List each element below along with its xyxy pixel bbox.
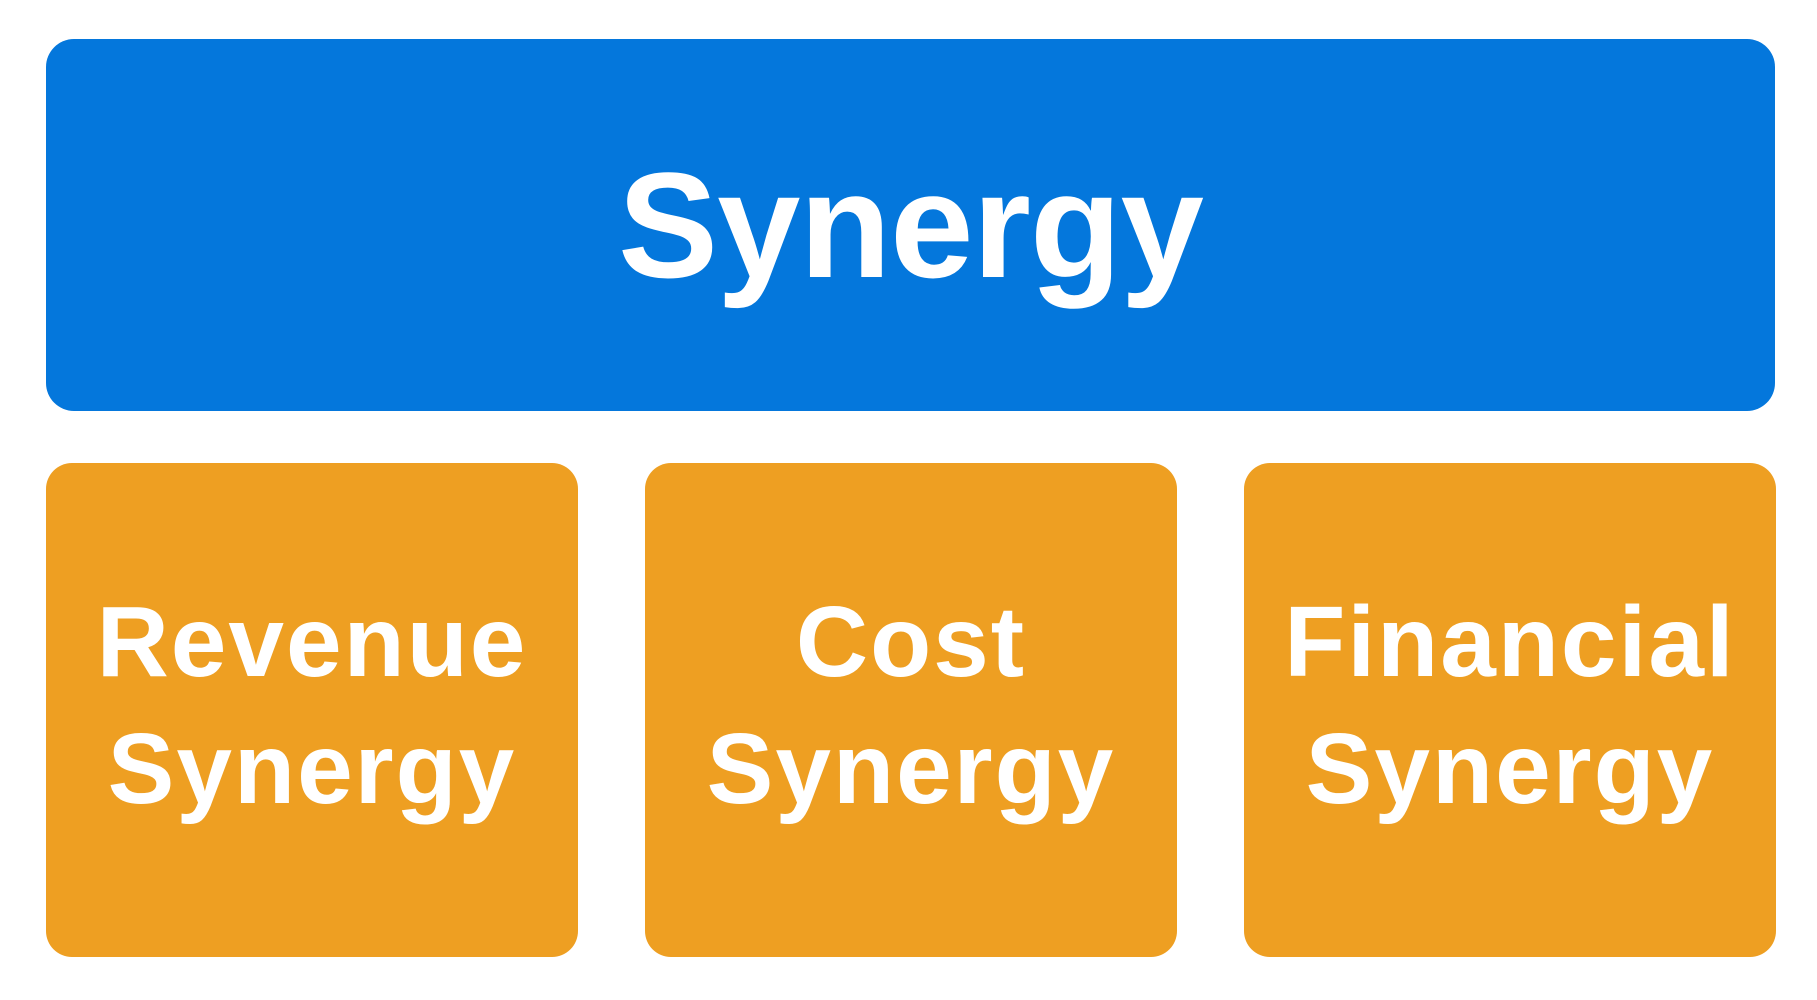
revenue-synergy-box: Revenue Synergy [46, 463, 578, 957]
cost-synergy-label-line2: Synergy [706, 713, 1116, 825]
revenue-synergy-label-line2: Synergy [107, 713, 517, 825]
synergy-main-box: Synergy [46, 39, 1775, 411]
revenue-synergy-label-line1: Revenue [96, 586, 528, 698]
cost-synergy-box: Cost Synergy [645, 463, 1177, 957]
financial-synergy-label-line1: Financial [1284, 586, 1736, 698]
synergy-title: Synergy [618, 140, 1204, 309]
financial-synergy-box: Financial Synergy [1244, 463, 1776, 957]
cost-synergy-label-line1: Cost [795, 586, 1027, 698]
financial-synergy-label-line2: Synergy [1305, 713, 1715, 825]
